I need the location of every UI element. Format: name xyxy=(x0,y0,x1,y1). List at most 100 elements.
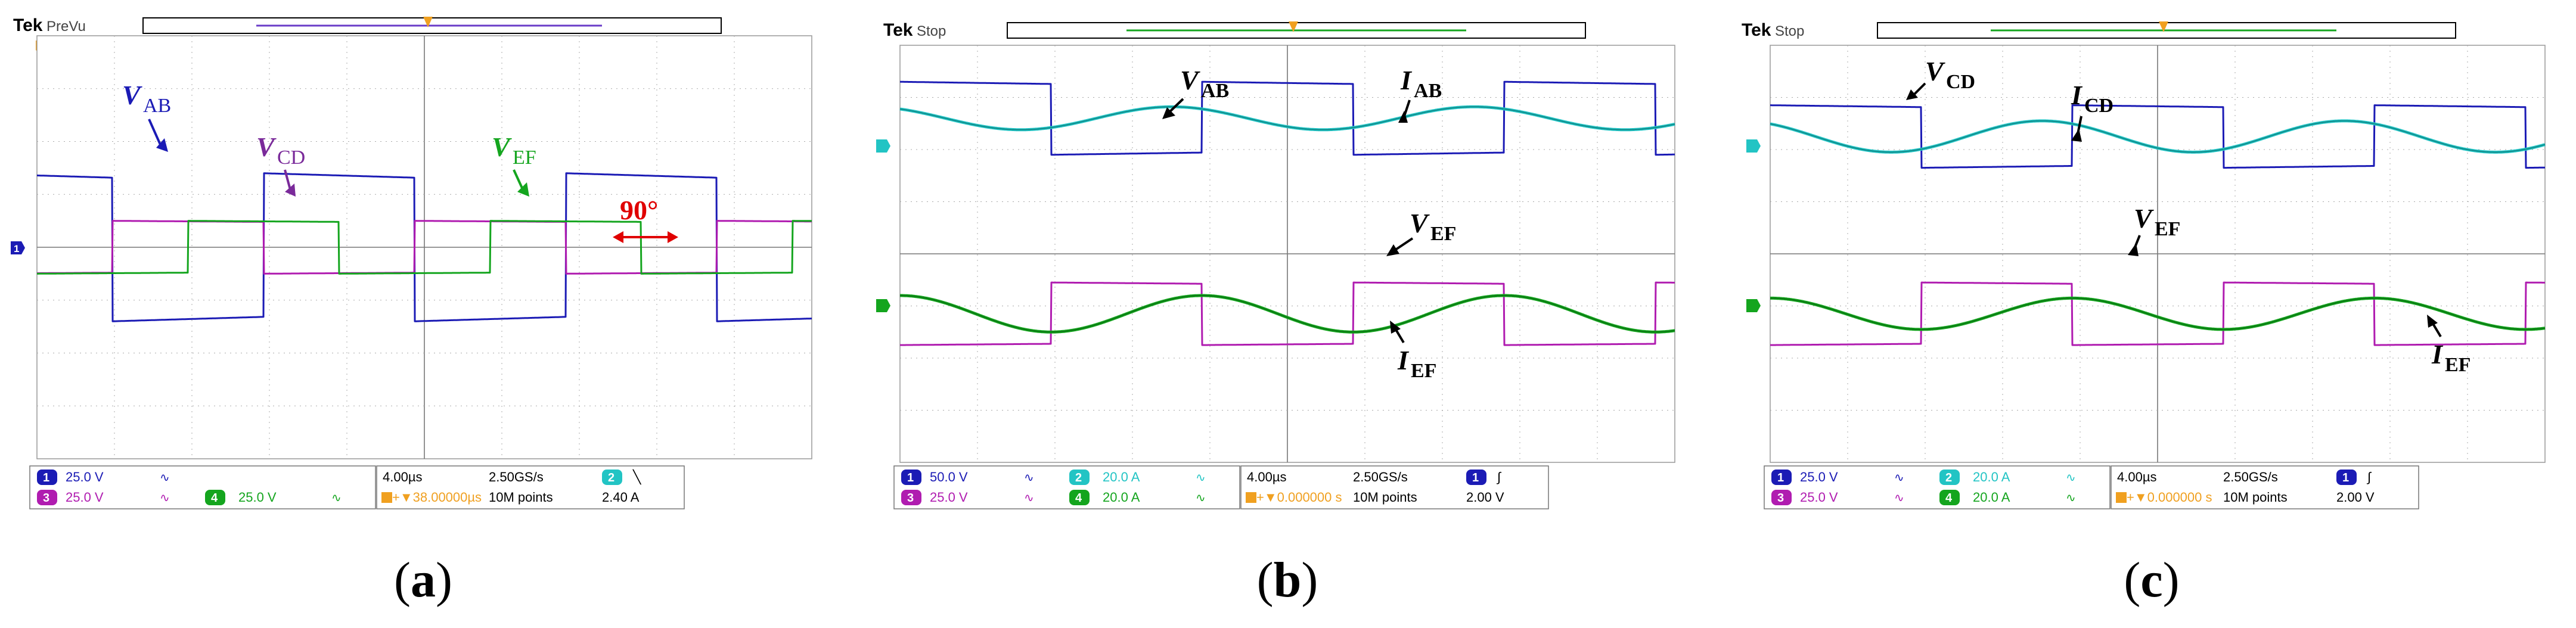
ch2-ground-marker xyxy=(1746,139,1761,153)
svg-text:3: 3 xyxy=(907,492,914,505)
ch3-badge: 3 xyxy=(37,490,57,505)
ch3-scale: 25.0 V xyxy=(930,490,968,505)
svg-text:AB: AB xyxy=(1201,80,1229,102)
ch2-ground-marker xyxy=(876,139,890,153)
waveform-ch1 xyxy=(899,80,1675,156)
ch4-scale: 20.0 A xyxy=(1103,490,1140,505)
waveform-ch3 xyxy=(1770,281,2546,346)
timebase: 4.00µs xyxy=(1247,470,1287,484)
ch1-bw-icon: ∿ xyxy=(1894,471,1904,484)
trigger-level: 2.40 A xyxy=(602,490,640,505)
ch3-badge: 3 xyxy=(901,490,921,505)
ch2-bw-icon: ∿ xyxy=(1196,471,1206,484)
svg-text:1: 1 xyxy=(2342,471,2349,484)
waveform-traces xyxy=(36,172,812,322)
waveform-ch2-core xyxy=(899,106,1675,130)
waveform-traces xyxy=(1769,104,2546,346)
ch3-scale: 25.0 V xyxy=(66,490,104,505)
ch1-bw-icon: ∿ xyxy=(160,471,170,484)
svg-text:EF: EF xyxy=(2445,354,2471,376)
ch1-scale: 25.0 V xyxy=(1800,470,1838,484)
svg-text:1: 1 xyxy=(14,243,19,254)
waveform-ch4-core xyxy=(900,295,1675,332)
mode-label: Stop xyxy=(1775,23,1804,39)
annotation-vef: V EF xyxy=(2128,203,2180,256)
record-length: 10M points xyxy=(1353,490,1417,505)
trigger-slope-icon: ∫ xyxy=(2366,470,2372,484)
svg-text:I: I xyxy=(1397,345,1410,375)
ch2-bw-icon: ∿ xyxy=(2066,471,2076,484)
scope-panel-a: Tek PreVu T 1 V AB V CD V EF xyxy=(0,0,846,628)
svg-text:1: 1 xyxy=(1472,471,1479,484)
graticule-grid xyxy=(900,45,1675,462)
trigger-position-marker xyxy=(423,17,433,27)
readout-panel: 1 25.0 V ∿ 3 25.0 V ∿ 4 25.0 V ∿ 4.00µs … xyxy=(29,465,685,509)
trigger-level: 2.00 V xyxy=(2336,490,2375,505)
ch3-badge: 3 xyxy=(1771,490,1792,505)
svg-text:EF: EF xyxy=(2155,218,2180,240)
svg-text:1: 1 xyxy=(1777,471,1784,484)
ch4-ground-marker xyxy=(1746,299,1761,312)
readout-panel: 1 50.0 V ∿ 2 20.0 A ∿ 3 25.0 V ∿ 4 20.0 … xyxy=(893,465,1549,509)
ch1-bw-icon: ∿ xyxy=(1024,471,1034,484)
ch4-bw-icon: ∿ xyxy=(331,492,342,505)
ch1-ground-marker xyxy=(11,241,25,254)
ch4-badge: 4 xyxy=(205,490,225,505)
svg-text:EF: EF xyxy=(513,147,536,169)
ch4-scale: 20.0 A xyxy=(1973,490,2010,505)
svg-text:V: V xyxy=(2134,203,2154,234)
waveform-ch1 xyxy=(36,172,812,322)
brand-label: Tek xyxy=(1742,20,1771,40)
svg-text:4: 4 xyxy=(211,492,218,505)
ch1-badge: 1 xyxy=(901,470,921,485)
sample-rate: 2.50GS/s xyxy=(489,470,544,484)
mode-label: PreVu xyxy=(46,18,86,35)
annotation-vef: V EF xyxy=(492,132,536,197)
svg-text:AB: AB xyxy=(1414,80,1442,102)
readout-panel: 1 25.0 V ∿ 2 20.0 A ∿ 3 25.0 V ∿ 4 20.0 … xyxy=(1764,465,2419,509)
svg-text:I: I xyxy=(1400,65,1413,95)
annotation-icd: I CD xyxy=(2071,80,2113,142)
panel-label-b: (b) xyxy=(1256,552,1318,608)
trigger-icon xyxy=(2116,492,2127,503)
waveform-ch4 xyxy=(36,220,812,275)
ch1-scale: 25.0 V xyxy=(66,470,104,484)
svg-text:CD: CD xyxy=(1946,71,1975,93)
annotation-ief: I EF xyxy=(1390,321,1436,382)
annotation-vab: V AB xyxy=(122,80,171,152)
ch4-badge: 4 xyxy=(1069,490,1090,505)
svg-text:2: 2 xyxy=(1945,471,1952,484)
trigger-delay: +▼0.000000 s xyxy=(2127,490,2212,505)
trigger-ch-badge: 2 xyxy=(602,470,622,485)
ch1-badge: 1 xyxy=(37,470,57,485)
svg-text:2: 2 xyxy=(1075,471,1082,484)
svg-text:V: V xyxy=(492,132,512,162)
mode-label: Stop xyxy=(917,23,946,39)
waveform-ch3 xyxy=(899,281,1675,346)
panel-label-a: (a) xyxy=(394,552,452,608)
ch4-bw-icon: ∿ xyxy=(2066,492,2076,505)
brand-label: Tek xyxy=(883,20,913,40)
trigger-icon xyxy=(1246,492,1256,503)
svg-text:3: 3 xyxy=(43,492,49,505)
trigger-ch-badge: 1 xyxy=(2336,470,2357,485)
ch1-badge: 1 xyxy=(1771,470,1792,485)
timebase: 4.00µs xyxy=(383,470,423,484)
svg-text:1: 1 xyxy=(907,471,914,484)
panel-label-c: (c) xyxy=(2124,552,2180,608)
annotation-phase-90: 90° xyxy=(613,195,678,243)
trigger-icon xyxy=(381,492,392,503)
trigger-delay: +▼38.00000µs xyxy=(392,490,482,505)
waveform-traces xyxy=(899,80,1676,346)
waveform-ch1 xyxy=(1770,104,2546,169)
svg-text:V: V xyxy=(256,132,277,162)
ch3-bw-icon: ∿ xyxy=(1894,492,1904,505)
trigger-slope-icon: ∫ xyxy=(1496,470,1502,484)
svg-text:90°: 90° xyxy=(620,195,658,225)
trigger-level: 2.00 V xyxy=(1466,490,1504,505)
trigger-ch-badge: 1 xyxy=(1466,470,1486,485)
scope-panel-c: Tek Stop V CD I CD V EF I xyxy=(1728,0,2575,628)
sample-rate: 2.50GS/s xyxy=(1353,470,1408,484)
ch3-bw-icon: ∿ xyxy=(1024,492,1034,505)
sample-rate: 2.50GS/s xyxy=(2223,470,2278,484)
